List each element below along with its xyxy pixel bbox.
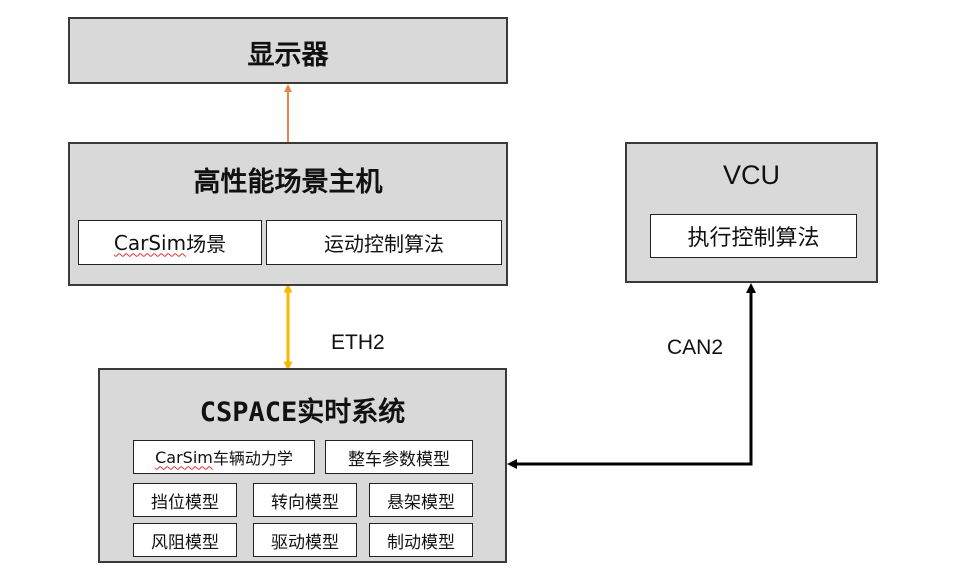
vcu-block: VCU 执行控制算法 bbox=[625, 142, 878, 283]
dynamics-label: 车辆动力学 bbox=[212, 449, 293, 468]
scene-label: 场景 bbox=[186, 232, 227, 256]
brake-model-box: 制动模型 bbox=[369, 523, 473, 557]
exec-control-box: 执行控制算法 bbox=[650, 214, 857, 258]
carsim-dyn-label: CarSim bbox=[155, 447, 213, 467]
can-link-arrow bbox=[507, 283, 756, 469]
can-label: CAN2 bbox=[667, 336, 724, 359]
suspension-model-box: 悬架模型 bbox=[369, 483, 473, 517]
gear-model-box: 挡位模型 bbox=[133, 483, 237, 517]
display-title: 显示器 bbox=[247, 40, 329, 71]
host-title: 高性能场景主机 bbox=[193, 167, 383, 198]
steer-model-box: 转向模型 bbox=[253, 483, 357, 517]
vcu-title: VCU bbox=[722, 160, 780, 190]
wind-model-box: 风阻模型 bbox=[133, 523, 237, 557]
drive-model-box: 驱动模型 bbox=[253, 523, 357, 557]
display-block: 显示器 bbox=[68, 17, 508, 84]
realtime-title: CSPACE实时系统 bbox=[199, 397, 406, 428]
vehicle-param-box: 整车参数模型 bbox=[325, 440, 473, 474]
eth-label: ETH2 bbox=[331, 331, 385, 354]
motion-control-box: 运动控制算法 bbox=[266, 220, 502, 265]
carsim-label: CarSim bbox=[113, 230, 187, 255]
